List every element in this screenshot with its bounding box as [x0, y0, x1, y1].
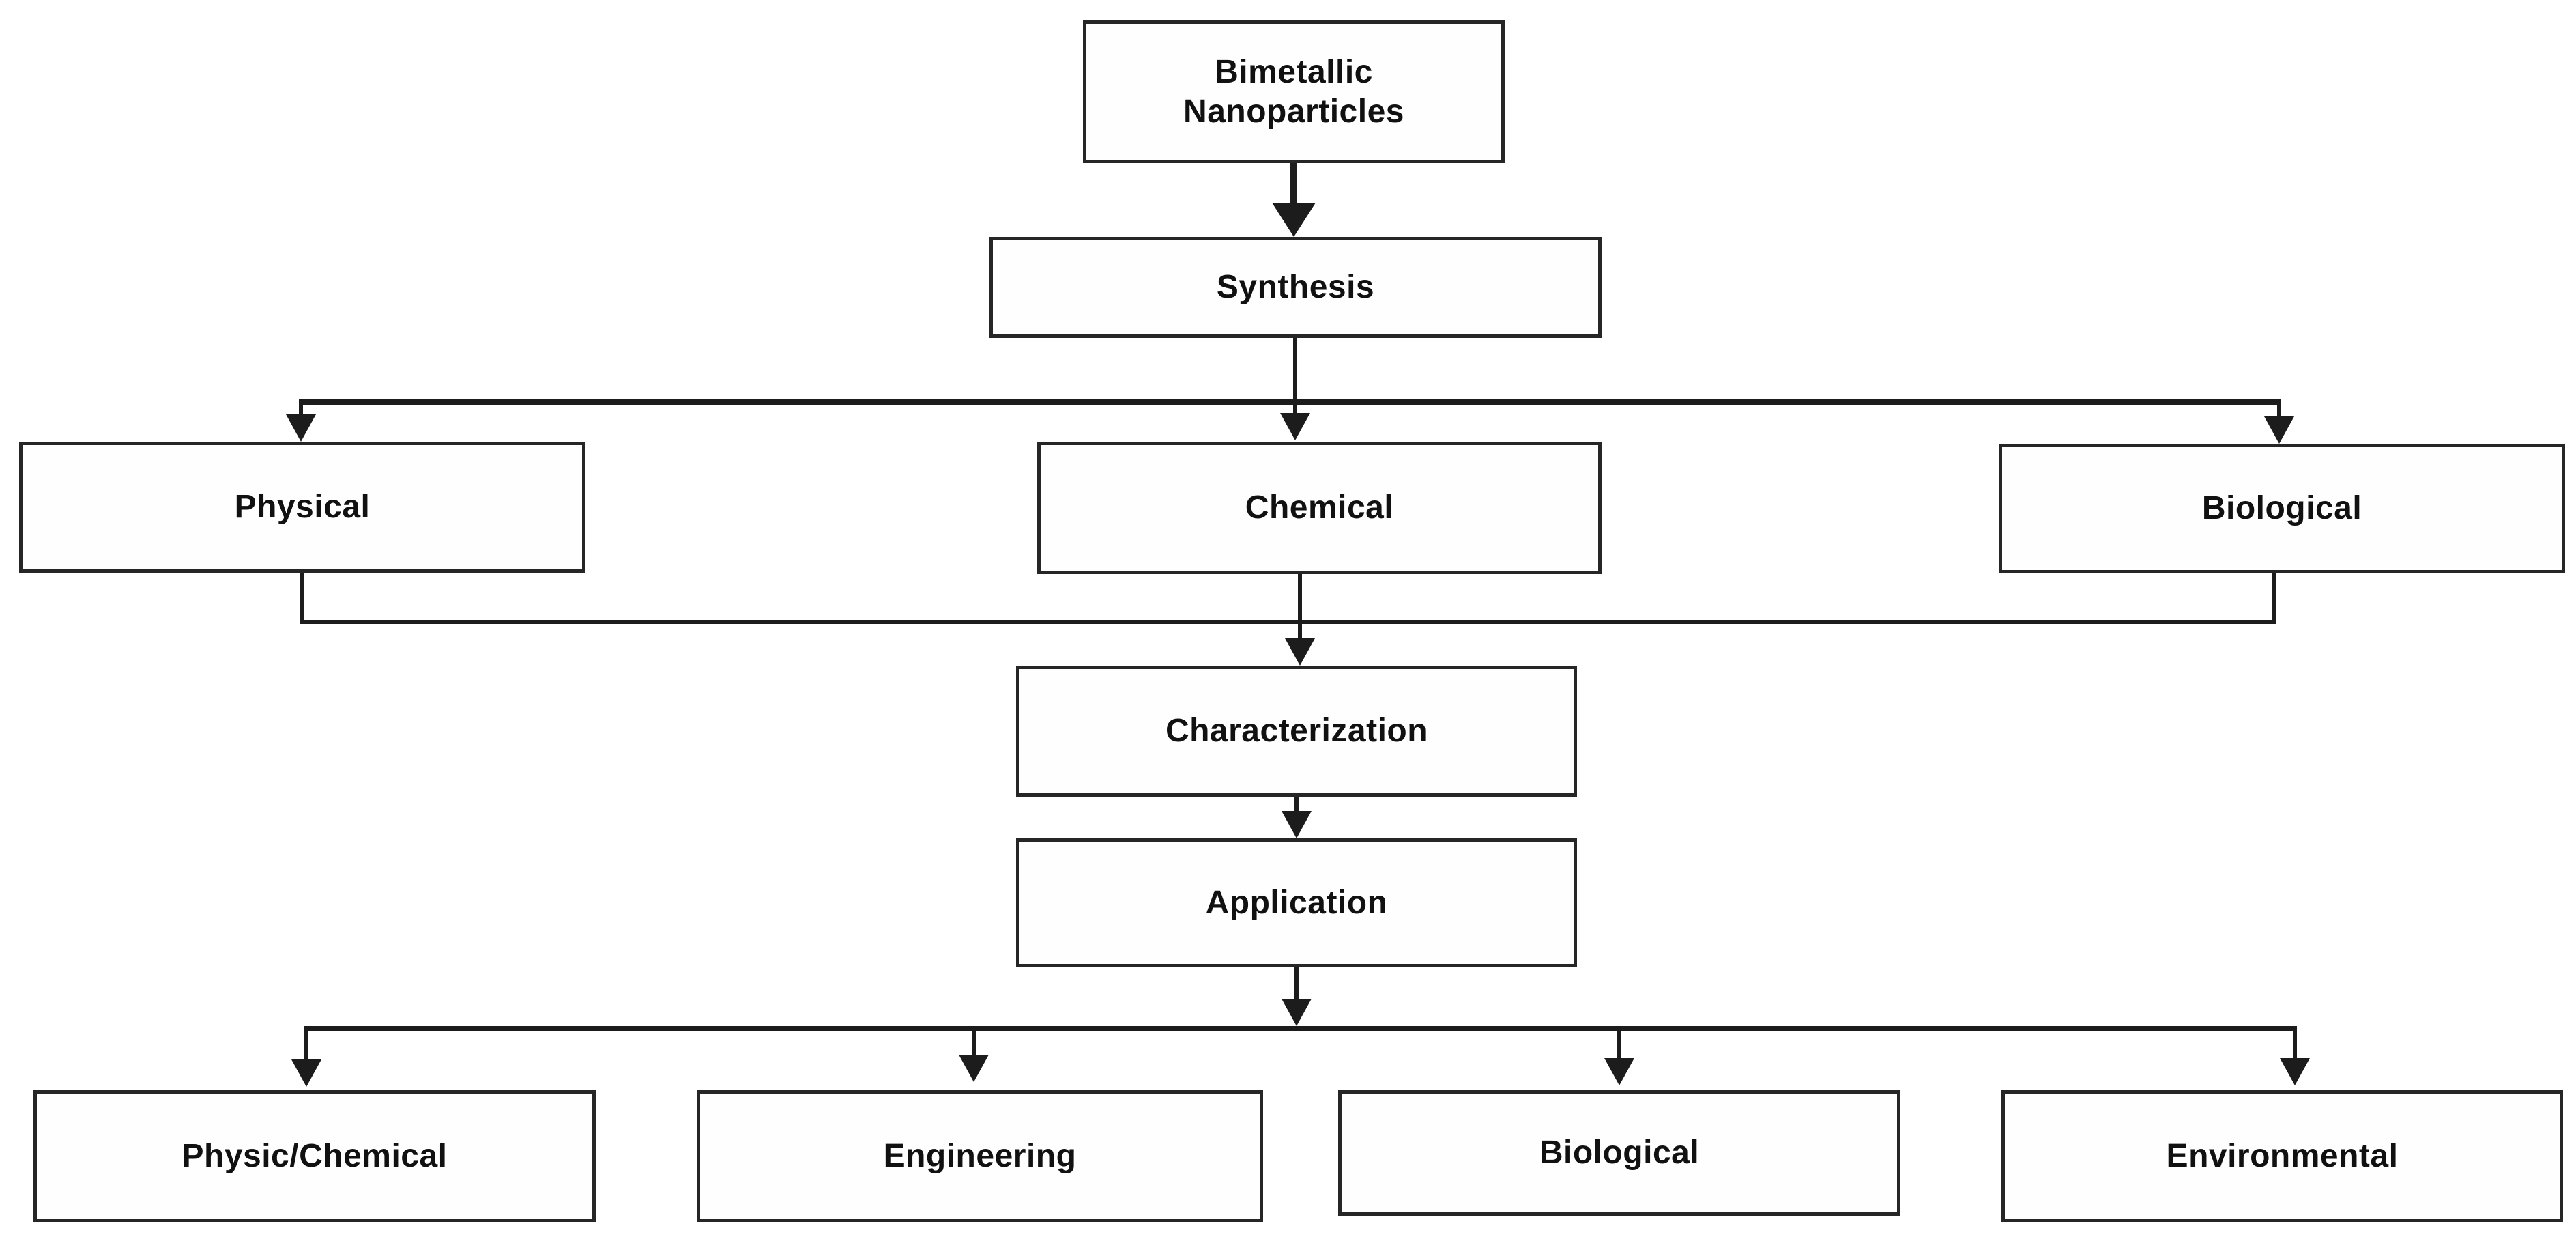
node-characterization-label: Characterization: [1165, 713, 1428, 750]
edge-application-physic-chemical-stem: [304, 1026, 308, 1061]
edge-characterization-application-stem: [1294, 797, 1299, 812]
node-chemical-label: Chemical: [1245, 489, 1394, 526]
edge-characterization-application-arrowhead-icon: [1282, 811, 1312, 838]
edge-biological-converge-stem: [2272, 573, 2276, 624]
node-engineering-label: Engineering: [883, 1137, 1077, 1174]
edge-synthesis-physical-stem: [299, 399, 303, 416]
edge-root-synthesis-arrowhead-icon: [1272, 203, 1316, 237]
node-chemical: Chemical: [1037, 442, 1602, 574]
edge-synthesis-chemical-stem: [1293, 338, 1297, 414]
edge-application-branch-stem: [1294, 967, 1299, 1000]
node-characterization: Characterization: [1016, 666, 1577, 797]
node-environmental-label: Environmental: [2166, 1137, 2399, 1174]
node-application: Application: [1016, 838, 1577, 967]
synthesis-branch-line: [301, 399, 2279, 405]
node-synthesis: Synthesis: [989, 237, 1602, 338]
node-environmental: Environmental: [2001, 1090, 2563, 1222]
edge-application-branch-arrowhead-icon: [1282, 999, 1312, 1026]
node-bimetallic-nanoparticles: Bimetallic Nanoparticles: [1083, 20, 1505, 163]
edge-application-physic-chemical-arrowhead-icon: [291, 1059, 321, 1087]
edge-synthesis-chemical-arrowhead-icon: [1280, 413, 1310, 440]
edge-application-environmental-arrowhead-icon: [2280, 1058, 2310, 1085]
node-physical: Physical: [19, 442, 585, 573]
node-bimetallic-nanoparticles-label: Bimetallic Nanoparticles: [1183, 53, 1404, 130]
edge-root-synthesis-stem: [1290, 163, 1297, 204]
application-branch-line: [306, 1026, 2295, 1031]
edge-synthesis-biological-stem: [2277, 399, 2281, 418]
edge-application-biological-arrowhead-icon: [1604, 1058, 1634, 1085]
node-engineering: Engineering: [697, 1090, 1263, 1222]
node-synthesis-label: Synthesis: [1216, 269, 1375, 306]
edge-application-biological-stem: [1617, 1031, 1621, 1059]
node-biological-synthesis-label: Biological: [2201, 490, 2362, 527]
edge-application-engineering-stem: [972, 1031, 976, 1056]
edge-application-environmental-stem: [2293, 1026, 2297, 1059]
node-application-label: Application: [1205, 884, 1388, 921]
node-biological-synthesis: Biological: [1999, 444, 2565, 573]
edge-physical-converge-stem: [300, 573, 304, 624]
node-biological-application-label: Biological: [1539, 1135, 1700, 1171]
characterization-converge-line: [300, 620, 2276, 624]
node-biological-application: Biological: [1338, 1090, 1900, 1216]
node-physic-chemical: Physic/Chemical: [33, 1090, 596, 1222]
edge-chemical-characterization-stem: [1298, 574, 1302, 640]
edge-synthesis-physical-arrowhead-icon: [286, 414, 316, 442]
edge-synthesis-biological-arrowhead-icon: [2264, 416, 2294, 444]
node-physic-chemical-label: Physic/Chemical: [182, 1137, 448, 1174]
node-physical-label: Physical: [234, 489, 371, 526]
edge-application-engineering-arrowhead-icon: [959, 1055, 989, 1082]
edge-chemical-characterization-arrowhead-icon: [1285, 638, 1315, 666]
